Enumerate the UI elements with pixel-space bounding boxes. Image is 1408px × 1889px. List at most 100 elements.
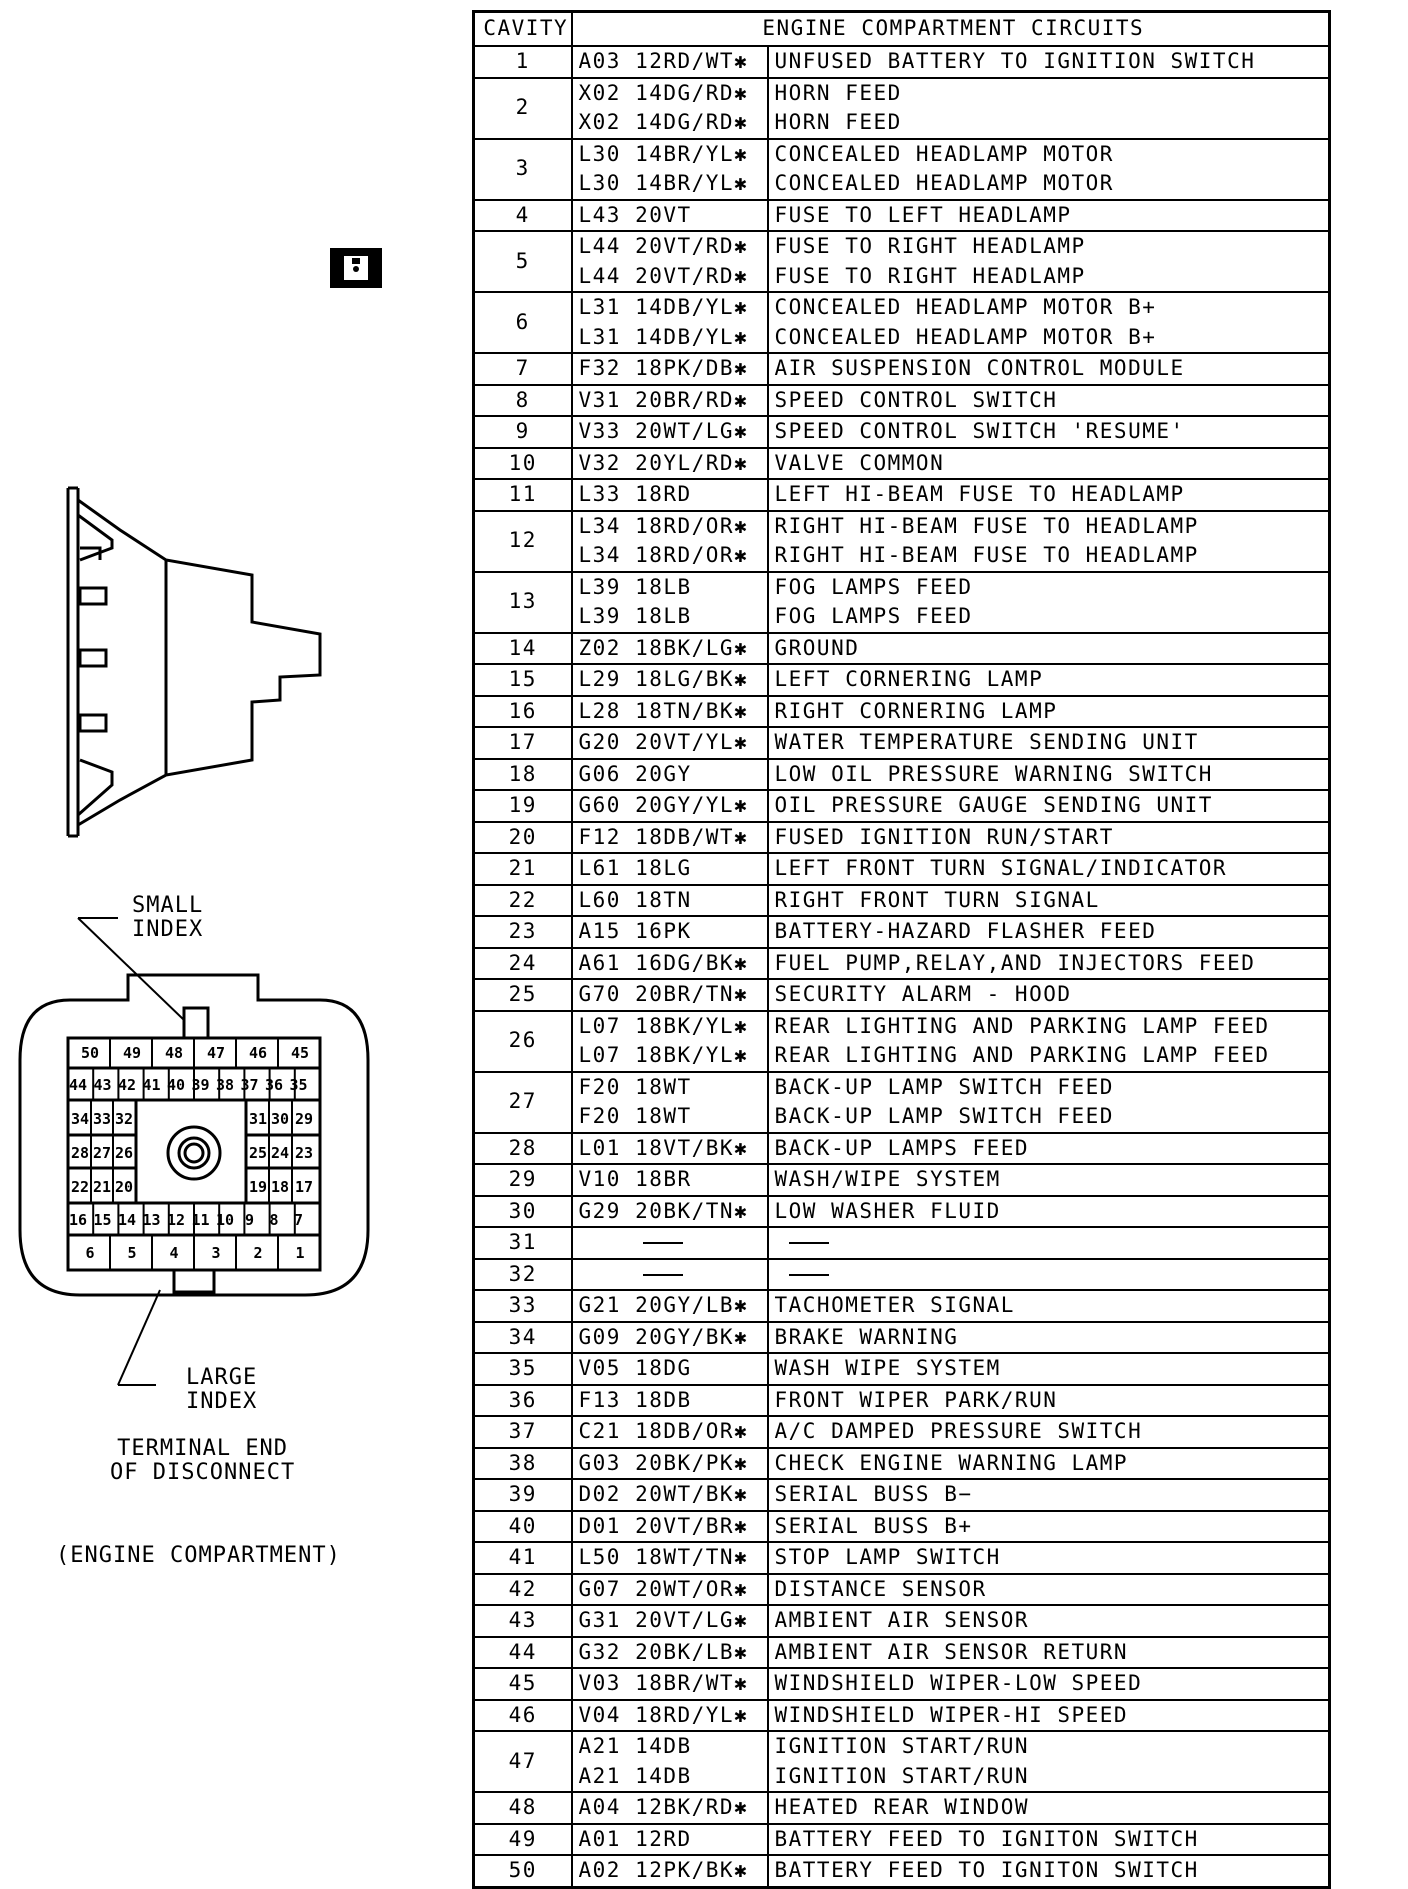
circuit-description: FUEL PUMP,RELAY,AND INJECTORS FEED [774,950,1256,975]
terminal-number: 45 [291,1044,309,1062]
cavity-cell: 40 [472,1509,573,1543]
cavity-cell: 50 [472,1854,573,1888]
circuit-description: DISTANCE SENSOR [774,1576,987,1601]
circuit-description: RIGHT CORNERING LAMP [774,698,1058,723]
wire-code-cell: D02 20WT/BK✱ [570,1478,769,1512]
wire-code: L60 18TN [578,887,692,912]
circuit-description: SPEED CONTROL SWITCH 'RESUME' [774,419,1185,443]
cavity-cell: 37 [472,1415,573,1449]
circuit-description-cell: VALVE COMMON [766,446,1331,480]
terminal-number: 12 [167,1211,185,1229]
circuit-description-cell: SERIAL BUSS B+ [766,1509,1331,1543]
empty-description-dash [788,1273,829,1276]
wire-code: L07 18BK/YL✱ [578,1043,749,1067]
terminal-number: 16 [69,1211,87,1229]
circuit-description-cell: SERIAL BUSS B− [766,1478,1331,1512]
wire-code-cell: V10 18BR [570,1163,769,1197]
terminal-number: 1 [295,1244,304,1262]
circuit-description: BRAKE WARNING [774,1324,959,1349]
wire-code-cell: A03 12RD/WT✱ [570,45,769,79]
terminal-number: 23 [295,1144,313,1162]
cavity-cell: 2 [472,76,573,140]
circuit-description: BATTERY FEED TO IGNITON SWITCH [774,1858,1199,1882]
empty-wire-dash [642,1242,683,1244]
circuit-description: STOP LAMP SWITCH [774,1545,1001,1569]
cavity-cell: 43 [472,1604,573,1638]
wire-code: G07 20WT/OR✱ [578,1576,749,1601]
circuit-description: AMBIENT AIR SENSOR [774,1608,1030,1632]
wire-code: V33 20WT/LG✱ [578,419,749,443]
wire-code-cell: L44 20VT/RD✱L44 20VT/RD✱ [570,230,769,293]
circuit-description: FRONT WIPER PARK/RUN [774,1387,1058,1412]
wire-code-cell: L07 18BK/YL✱L07 18BK/YL✱ [570,1009,769,1073]
terminal-number: 3 [211,1244,220,1262]
terminal-number: 42 [118,1076,136,1094]
wire-code: L30 14BR/YL✱ [578,171,749,195]
terminal-number: 17 [295,1178,313,1196]
circuit-description-cell: LEFT CORNERING LAMP [766,663,1331,697]
circuit-description-cell: SPEED CONTROL SWITCH [766,383,1331,417]
circuit-description: SERIAL BUSS B− [774,1482,973,1506]
circuit-description-cell: WINDSHIELD WIPER-HI SPEED [766,1698,1331,1732]
table-row: 31 [472,1226,1331,1260]
circuit-description: SERIAL BUSS B+ [774,1513,973,1538]
circuit-description-cell: FUSED IGNITION RUN/START [766,820,1331,854]
circuit-description: WATER TEMPERATURE SENDING UNIT [774,730,1199,754]
wire-code-cell: V04 18RD/YL✱ [570,1698,769,1732]
wire-code-cell: F12 18DB/WT✱ [570,820,769,854]
cavity-cell: 22 [472,883,573,917]
terminal-number: 44 [69,1076,87,1094]
cavity-cell: 1 [472,45,573,79]
wire-code-cell: L28 18TN/BK✱ [570,694,769,728]
terminal-number: 40 [167,1076,185,1094]
circuit-description: UNFUSED BATTERY TO IGNITION SWITCH [774,49,1256,73]
wire-code: F20 18WT [578,1104,692,1128]
terminal-number: 48 [165,1044,183,1062]
cavity-cell: 48 [472,1791,573,1825]
wire-code-cell: G29 20BK/TN✱ [570,1194,769,1228]
terminal-number: 33 [93,1110,111,1128]
terminal-number: 2 [253,1244,262,1262]
wire-code-cell: G21 20GY/LB✱ [570,1289,769,1323]
wire-code: A21 14DB [578,1734,692,1758]
terminal-number: 29 [295,1110,313,1128]
wire-code-cell: L61 18LG [570,852,769,886]
engine-compartment-label: (ENGINE COMPARTMENT) [56,1543,341,1568]
circuit-description-cell: WASH WIPE SYSTEM [766,1352,1331,1386]
circuit-description-cell [766,1226,1331,1260]
cavity-cell: 12 [472,509,573,573]
wire-code-cell: L60 18TN [570,883,769,917]
connector-side-view [66,486,322,838]
circuit-description-cell: BACK-UP LAMPS FEED [766,1131,1331,1165]
index-leaders [77,917,185,1386]
circuit-description-cell: HEATED REAR WINDOW [766,1791,1331,1825]
circuit-description: SPEED CONTROL SWITCH [774,387,1058,412]
cavity-cell: 13 [472,570,573,634]
wire-code: V03 18BR/WT✱ [578,1671,749,1695]
circuit-description: HORN FEED [774,110,902,134]
wire-code: L39 18LB [578,604,692,628]
circuit-description-cell: UNFUSED BATTERY TO IGNITION SWITCH [766,45,1331,79]
circuit-description-cell: A/C DAMPED PRESSURE SWITCH [766,1415,1331,1449]
wire-code-cell: X02 14DG/RD✱X02 14DG/RD✱ [570,76,769,140]
circuit-description-cell: RIGHT CORNERING LAMP [766,694,1331,728]
empty-description-dash [788,1242,829,1244]
circuit-description: RIGHT HI-BEAM FUSE TO HEADLAMP [774,513,1199,538]
wire-code-cell: G09 20GY/BK✱ [570,1320,769,1354]
wire-code: F20 18WT [578,1074,692,1099]
circuit-description-cell: AIR SUSPENSION CONTROL MODULE [766,352,1331,386]
wire-code-cell: V03 18BR/WT✱ [570,1667,769,1701]
cavity-cell: 17 [472,726,573,760]
